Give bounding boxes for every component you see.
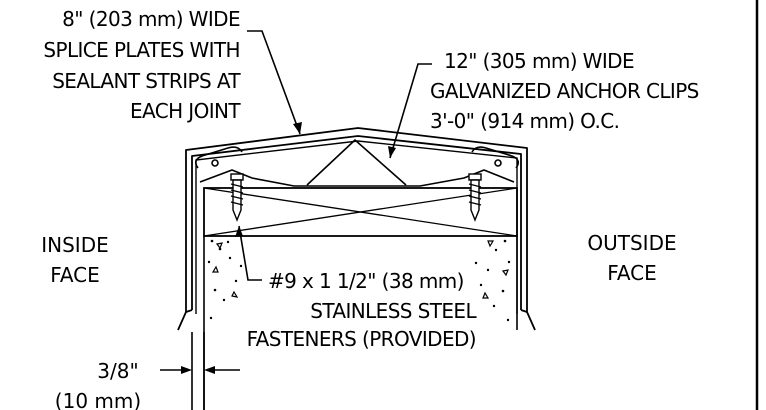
splice-label-line-3: SEALANT STRIPS AT	[52, 69, 241, 93]
concrete-wall	[203, 236, 518, 410]
splice-label-line-2: SPLICE PLATES WITH	[43, 38, 240, 62]
anchor-clip-label: 12" (305 mm) WIDE GALVANIZED ANCHOR CLIP…	[430, 49, 699, 133]
anchor-label-line-2: GALVANIZED ANCHOR CLIPS	[430, 79, 699, 103]
outside-face-label: OUTSIDE FACE	[587, 231, 676, 285]
dimension-label-line-1: 3/8"	[97, 359, 138, 383]
dimension-arrowheads	[181, 366, 215, 374]
concrete-aggregate	[207, 239, 511, 322]
inside-label-line-1: INSIDE	[41, 233, 109, 257]
dimension-label: 3/8" (10 mm)	[55, 359, 141, 410]
anchor-label-line-1: 12" (305 mm) WIDE	[444, 49, 634, 73]
fastener-label-line-2: STAINLESS STEEL	[310, 299, 477, 323]
splice-plate-label: 8" (203 mm) WIDE SPLICE PLATES WITH SEAL…	[43, 7, 242, 123]
inside-face-label: INSIDE FACE	[41, 233, 109, 287]
dimension-label-line-2: (10 mm)	[55, 389, 141, 410]
anchor-label-line-3: 3'-0" (914 mm) O.C.	[430, 109, 619, 133]
metal-coping-cap	[177, 127, 536, 331]
outside-label-line-2: FACE	[607, 261, 657, 285]
outside-label-line-1: OUTSIDE	[587, 231, 676, 255]
gap-dimension	[160, 332, 240, 410]
inside-label-line-2: FACE	[50, 263, 100, 287]
wood-nailer	[203, 187, 518, 237]
leader-lines	[238, 30, 432, 281]
splice-label-line-4: EACH JOINT	[130, 99, 241, 123]
anchor-clip	[194, 139, 520, 187]
fastener-label-line-3: FASTENERS (PROVIDED)	[247, 327, 476, 351]
right-fastener	[468, 173, 482, 222]
leader-arrowheads	[235, 122, 396, 237]
fastener-label: #9 x 1 1/2" (38 mm) STAINLESS STEEL FAST…	[247, 269, 478, 351]
fastener-label-line-1: #9 x 1 1/2" (38 mm)	[268, 269, 464, 293]
splice-label-line-1: 8" (203 mm) WIDE	[62, 7, 240, 31]
left-fastener	[230, 173, 244, 222]
